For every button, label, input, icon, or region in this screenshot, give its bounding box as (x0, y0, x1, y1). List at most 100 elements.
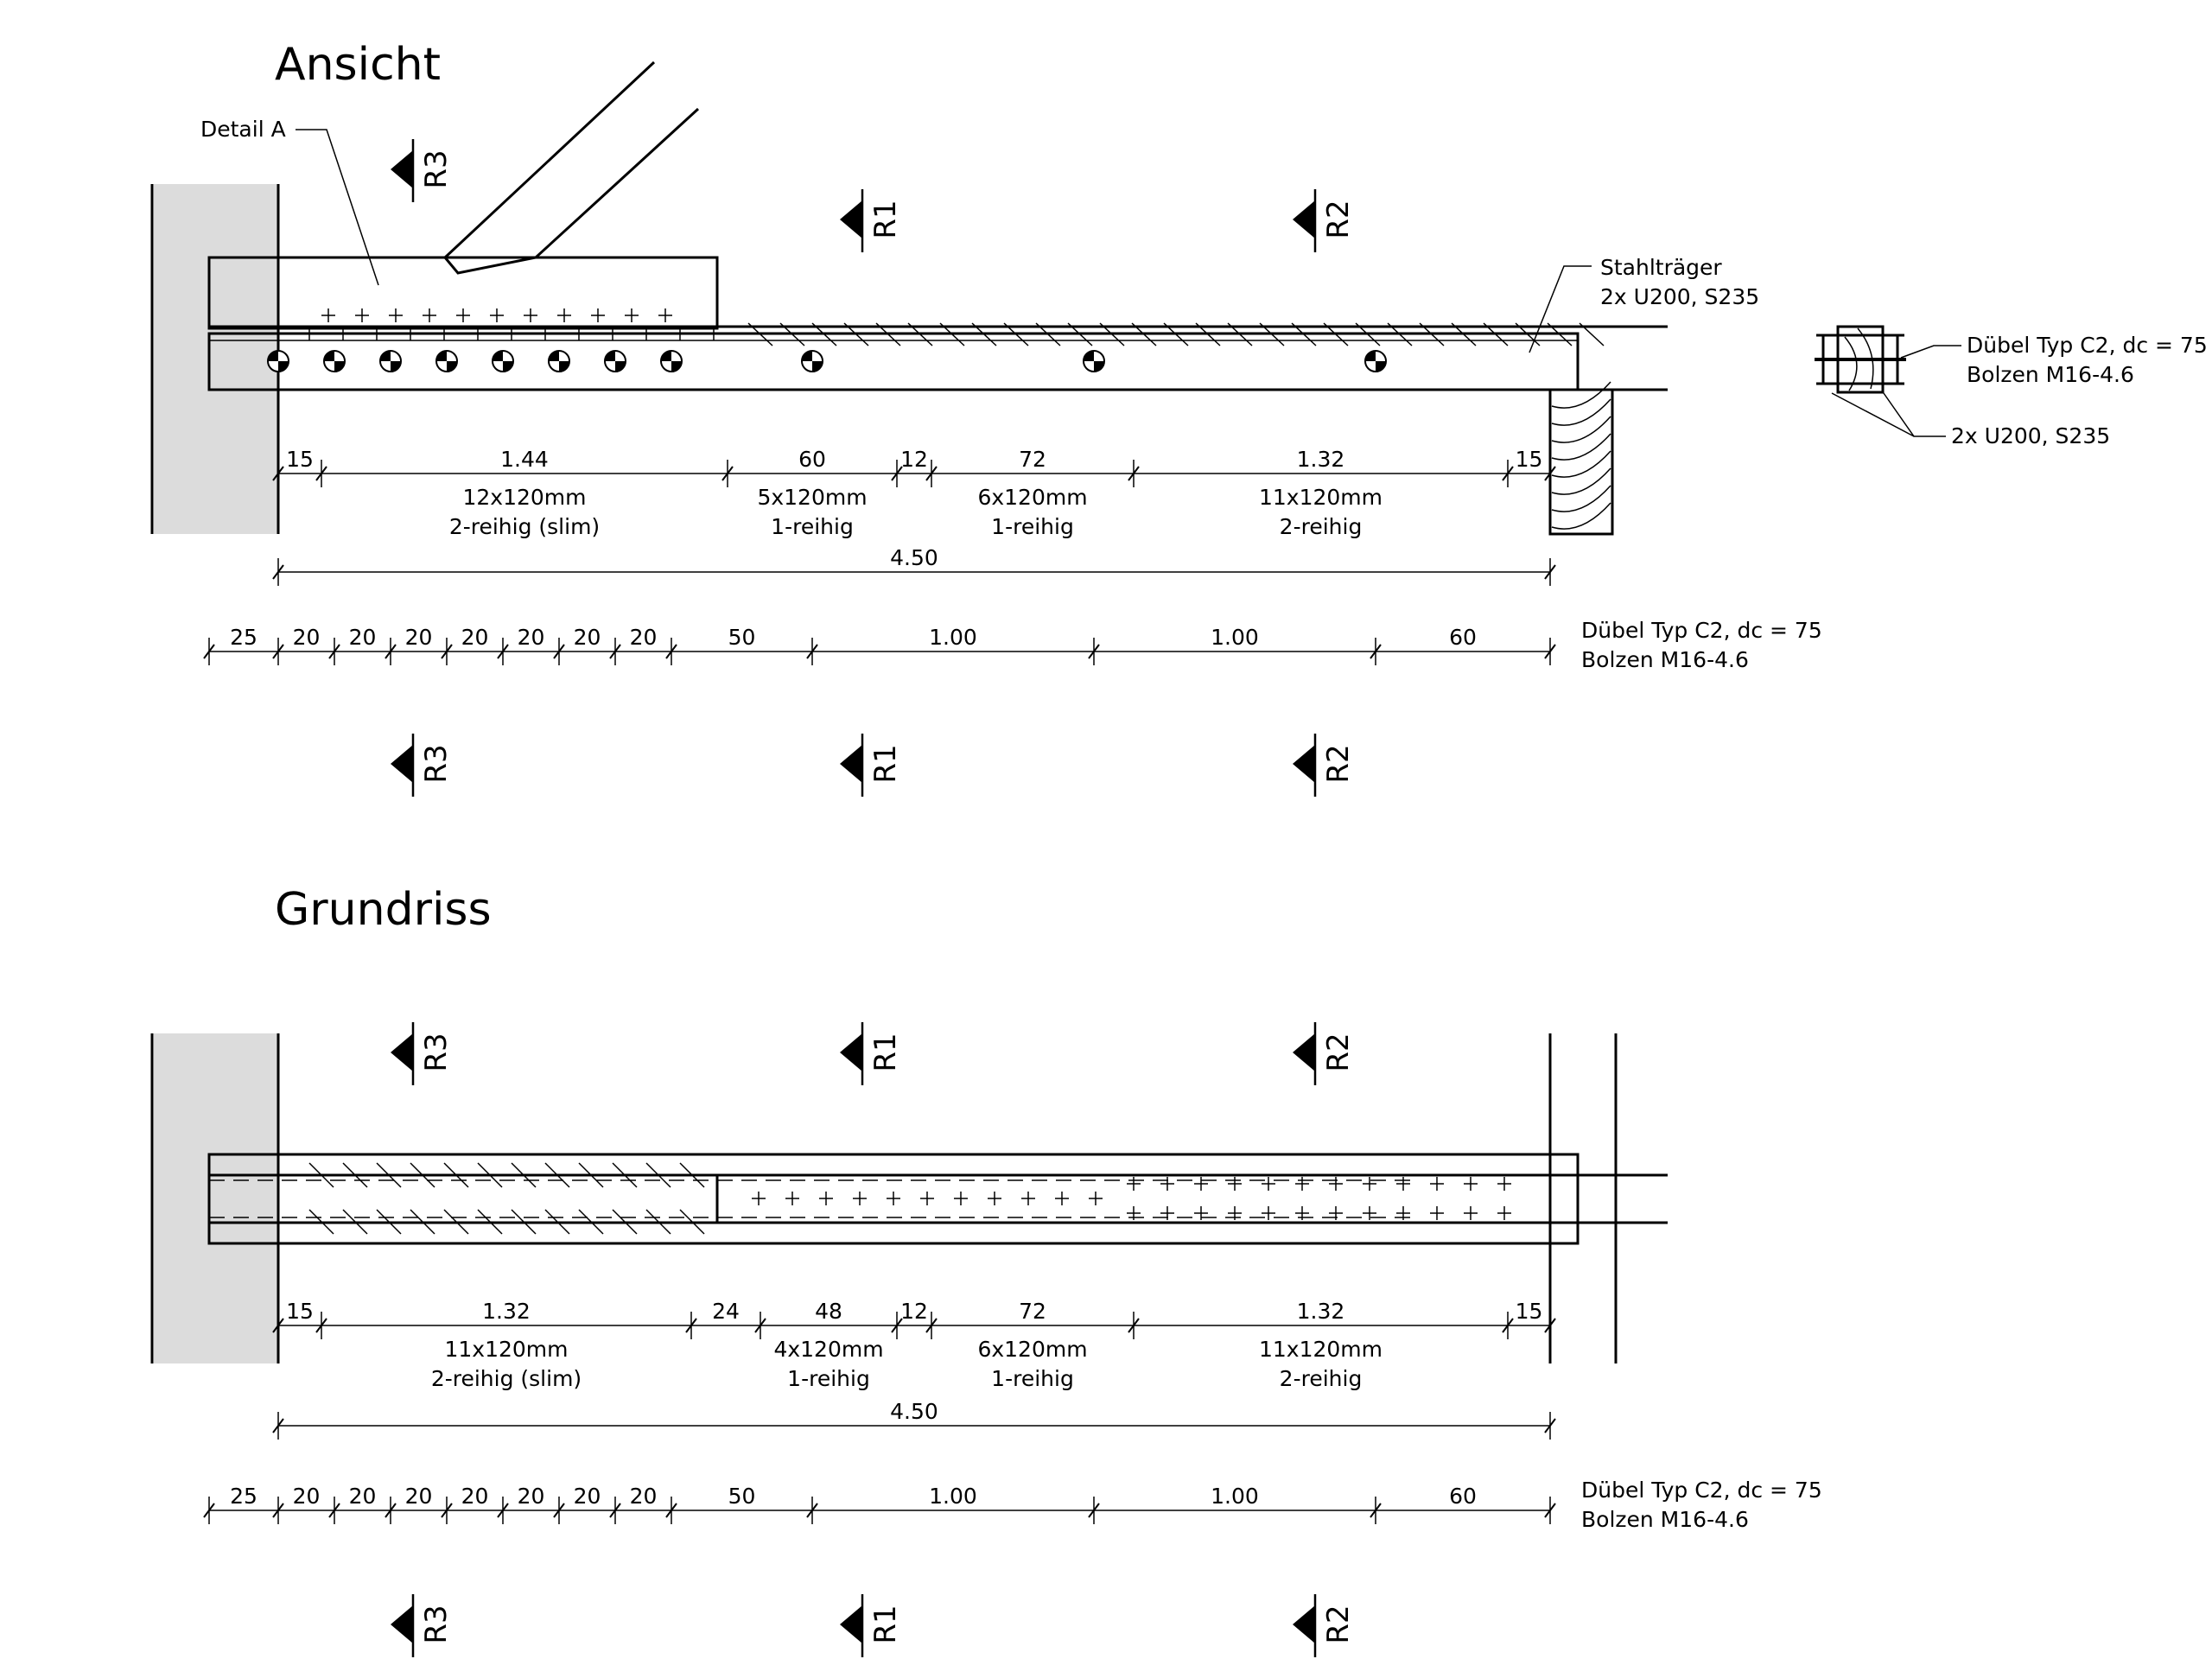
dim-value: 1.00 (1211, 1484, 1259, 1509)
dim-tick (1502, 466, 1514, 481)
timber-bearing-hatch (1551, 381, 1611, 530)
screw-mark (1228, 1177, 1242, 1191)
dim-value: 20 (349, 625, 377, 650)
bolt-fill (605, 351, 626, 372)
elevation-title: Ansicht (275, 39, 441, 91)
dim-tick (385, 644, 397, 659)
inclined-screw (1163, 322, 1189, 346)
bolt-fill (661, 351, 682, 372)
dim-tick (1544, 564, 1556, 580)
dim-tick (1370, 644, 1382, 659)
dim-spec: 12x120mm (462, 485, 586, 510)
dim-tick (441, 1503, 453, 1518)
inclined-screw (410, 1209, 435, 1235)
inclined-screw (1195, 322, 1221, 346)
dim-value: 1.32 (1297, 447, 1345, 472)
section-marker-r2: R2 (1293, 189, 1356, 252)
wood-grain (1551, 433, 1611, 461)
inclined-screw (1483, 322, 1509, 346)
dim-tick (806, 1503, 818, 1518)
screw-mark (752, 1192, 766, 1205)
section-marker-arrow (840, 1033, 862, 1071)
dim-value: 20 (293, 1484, 321, 1509)
dim-tick (272, 564, 284, 580)
dim-tick (685, 1318, 697, 1333)
screw-mark (785, 1192, 799, 1205)
dim-value: 60 (1449, 625, 1477, 650)
screw-mark (1089, 1192, 1103, 1205)
section-marker-arrow (840, 1605, 862, 1643)
section-marker-r1: R1 (840, 1022, 903, 1085)
dim-spec: 4x120mm (773, 1337, 883, 1362)
dim-value: 60 (1449, 1484, 1477, 1509)
screw-mark (1363, 1206, 1376, 1220)
elevation-view: Ansicht Detail A Stahlträger 2x U200, S2… (150, 39, 1822, 672)
dim-value: 60 (798, 447, 826, 472)
screw-mark (1295, 1177, 1309, 1191)
cross-section-detail: Dübel Typ C2, dc = 75 Bolzen M16-4.6 2x … (1815, 325, 2208, 448)
section-marker-arrow (1293, 745, 1315, 783)
inclined-screw (843, 322, 869, 346)
dim-tick (553, 644, 565, 659)
dim-tick (315, 1318, 327, 1333)
screw-mark (954, 1192, 968, 1205)
cross-profile-label: 2x U200, S235 (1951, 423, 2110, 448)
dim-tick (1128, 466, 1140, 481)
wood-grain (1551, 467, 1611, 495)
dim-tick (891, 466, 903, 481)
dim-rows: 1-reihig (991, 1366, 1074, 1391)
bolt-fill (380, 351, 401, 372)
dim-tick (1544, 1418, 1556, 1433)
inclined-screw (1227, 322, 1253, 346)
inclined-screw (1067, 322, 1093, 346)
dim-value: 15 (286, 447, 314, 472)
beam-label-line1: Stahlträger (1600, 255, 1722, 280)
plan-wall-support (154, 1033, 278, 1363)
bolt-marker (323, 350, 346, 372)
steel-beam (207, 332, 1580, 391)
bolt-fill (436, 351, 457, 372)
cross-dowel-label: Dübel Typ C2, dc = 75 (1967, 333, 2208, 358)
bolt-marker (379, 350, 402, 372)
inclined-screw (971, 322, 997, 346)
dim-tick (1370, 1503, 1382, 1518)
inclined-screw (645, 1162, 671, 1188)
inclined-screw-markers (747, 322, 1605, 346)
screw-mark (336, 327, 350, 340)
screw-mark (524, 308, 537, 322)
bolt-fill (324, 351, 345, 372)
section-marker-label: R3 (419, 1033, 454, 1071)
inclined-screw (1323, 322, 1349, 346)
screw-mark (853, 1192, 867, 1205)
dim-spec: 5x120mm (757, 485, 867, 510)
section-marker-label: R2 (1321, 1033, 1356, 1071)
dim-tick (328, 644, 340, 659)
dim-tick (665, 1503, 677, 1518)
dim-value: 1.44 (500, 447, 549, 472)
dim-tick (272, 1503, 284, 1518)
dim-value: 72 (1019, 1299, 1046, 1324)
inclined-screw (578, 1162, 604, 1188)
inclined-screw (679, 1209, 705, 1235)
dim-tick (806, 644, 818, 659)
bolt-fill (268, 351, 289, 372)
section-marker-r2: R2 (1293, 1022, 1356, 1085)
bolt-marker (801, 350, 823, 372)
section-marker-r2: R2 (1293, 1594, 1356, 1657)
screw-mark (538, 327, 552, 340)
section-marker-r1: R1 (840, 1594, 903, 1657)
screw-mark (404, 327, 417, 340)
section-marker-label: R3 (419, 1605, 454, 1643)
dim-rows: 1-reihig (787, 1366, 870, 1391)
dim-value: 50 (728, 1484, 756, 1509)
inclined-screw (1259, 322, 1285, 346)
wood-grain (1551, 502, 1611, 530)
screw-mark (1329, 1206, 1343, 1220)
dim-tick (609, 1503, 621, 1518)
screw-mark (490, 308, 504, 322)
inclined-screw (939, 322, 965, 346)
screw-mark (1127, 1206, 1141, 1220)
inclined-screw (443, 1162, 469, 1188)
